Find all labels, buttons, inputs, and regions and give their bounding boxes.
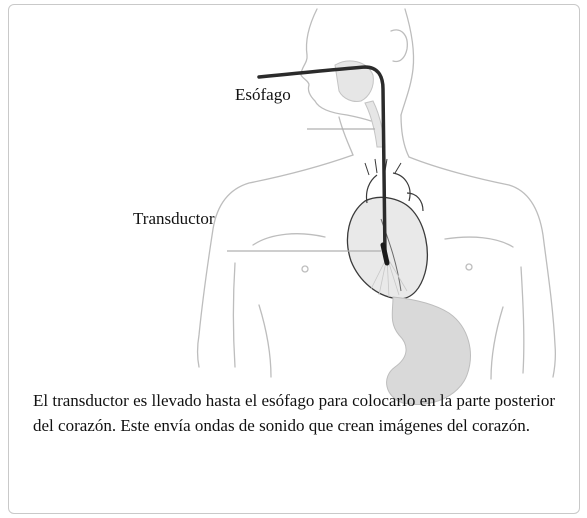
right-armpit-outline: [520, 266, 525, 374]
abdomen-right-outline: [490, 306, 504, 380]
body-outline: [196, 8, 557, 380]
neck-back-outline: [400, 114, 410, 158]
chest-contour: [252, 233, 326, 246]
figure-frame: Esófago Transductor El transductor es ll…: [8, 4, 580, 514]
heart-body: [346, 196, 428, 300]
left-shoulder-outline: [196, 154, 354, 368]
heart: [346, 158, 428, 300]
head-back-outline: [400, 8, 415, 116]
tee-probe: [257, 65, 387, 257]
oral-cavity: [334, 60, 374, 102]
right-nipple: [465, 263, 473, 271]
right-shoulder-outline: [408, 156, 557, 378]
airway: [334, 60, 386, 148]
abdomen-left-outline: [258, 304, 272, 378]
ear-outline: [390, 29, 408, 63]
neck-front-outline: [338, 116, 354, 156]
stomach: [386, 296, 471, 406]
tee-illustration: [196, 8, 557, 406]
ultrasound-beam: [370, 256, 408, 298]
aorta: [365, 172, 424, 212]
left-armpit-outline: [232, 262, 236, 368]
head-outline: [300, 8, 372, 122]
esophagus-label: Esófago: [235, 85, 291, 104]
heart-vessels: [364, 158, 402, 176]
figure-caption: El transductor es llevado hasta el esófa…: [33, 391, 556, 435]
chest-contour-right: [444, 236, 514, 248]
transducer-label: Transductor: [133, 209, 215, 228]
stomach-body: [386, 296, 471, 406]
tee-probe-tip: [380, 242, 390, 266]
left-nipple: [301, 265, 309, 273]
